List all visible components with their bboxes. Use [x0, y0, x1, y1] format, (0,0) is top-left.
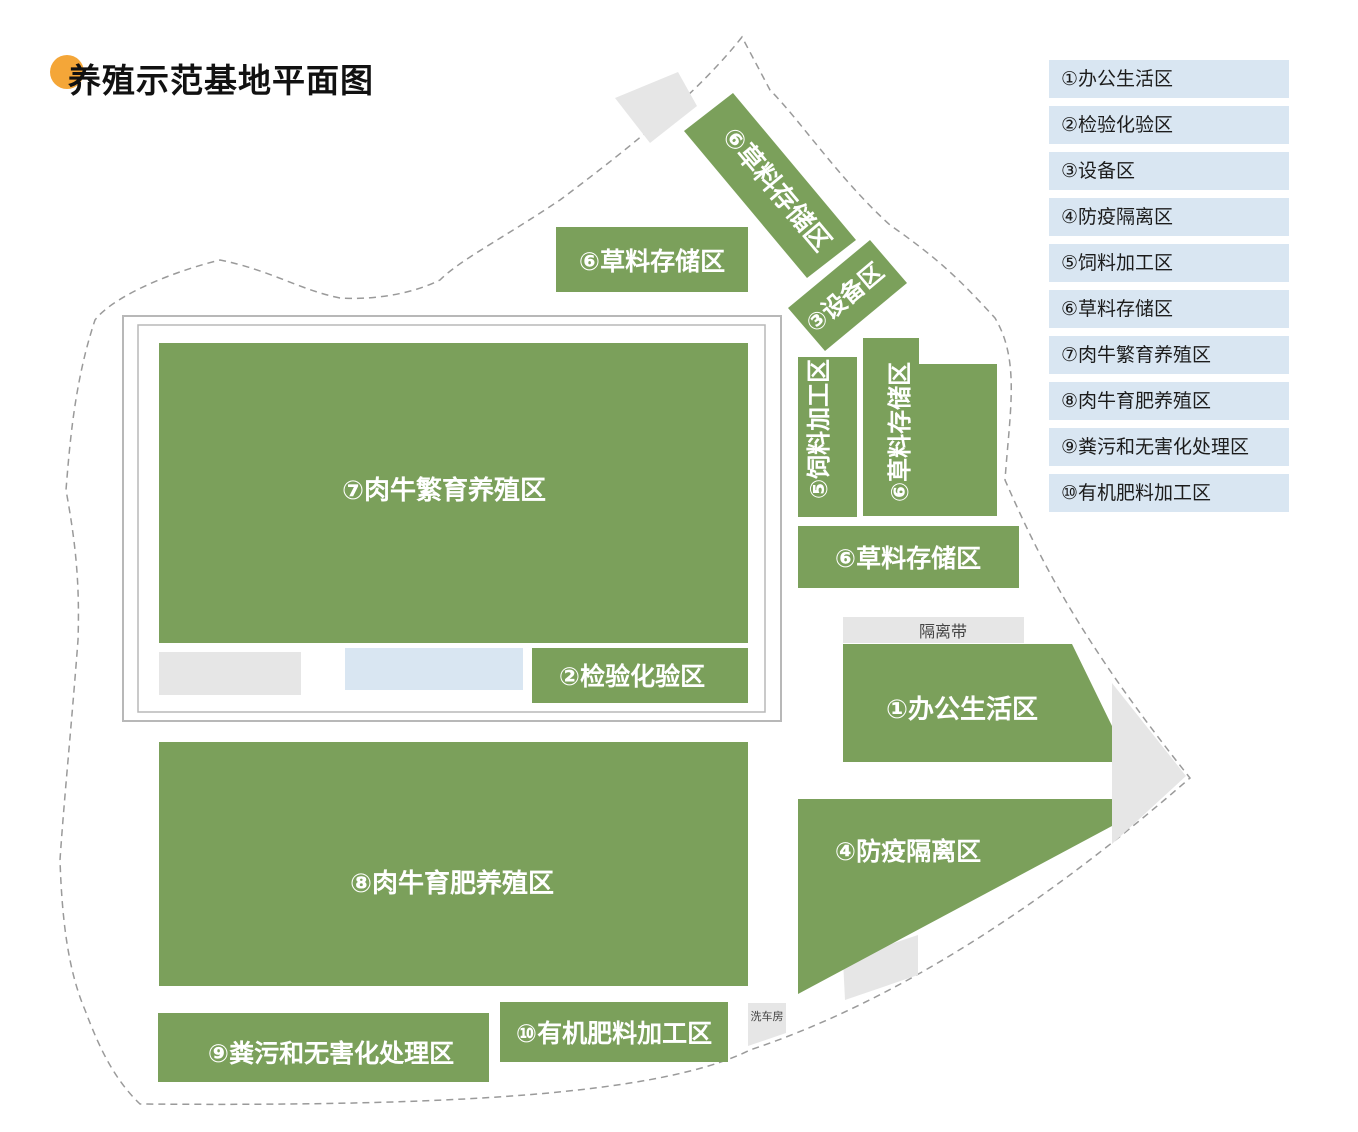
zone-feed-label: ⑤饲料加工区	[805, 359, 833, 499]
legend-item: ⑤饲料加工区	[1049, 244, 1289, 282]
compound-inner-frame	[137, 324, 766, 713]
gate-top	[615, 72, 697, 143]
page-title: 养殖示范基地平面图	[68, 61, 374, 100]
gray-building	[159, 652, 301, 695]
zone-forage-right[interactable]	[798, 526, 1019, 588]
zone-forage-top-diag[interactable]	[684, 93, 856, 278]
zone-forage-right-vert[interactable]	[863, 338, 997, 516]
road-bottom-right	[843, 935, 918, 1000]
legend-item: ③设备区	[1049, 152, 1289, 190]
site-boundary	[59, 35, 1192, 1106]
zone-equipment[interactable]	[788, 240, 907, 351]
legend-item: ①办公生活区	[1049, 60, 1289, 98]
car-wash-building	[748, 1003, 786, 1046]
zone-office-label: ①办公生活区	[886, 695, 1038, 725]
zone-breeding-label: ⑦肉牛繁育养殖区	[342, 475, 546, 506]
legend-item: ②检验化验区	[1049, 106, 1289, 144]
zone-quarantine[interactable]	[798, 799, 1112, 994]
gate-right	[1112, 683, 1186, 844]
zone-lab-label: ②检验化验区	[559, 662, 705, 691]
zone-fertilizer-label: ⑩有机肥料加工区	[516, 1019, 712, 1048]
car-wash-label: 洗车房	[751, 1009, 784, 1023]
title-accent-dot	[50, 55, 84, 89]
legend-item: ⑧肉牛育肥养殖区	[1049, 382, 1289, 420]
zone-breeding[interactable]	[159, 343, 748, 643]
legend-item: ⑦肉牛繁育养殖区	[1049, 336, 1289, 374]
legend-item: ④防疫隔离区	[1049, 198, 1289, 236]
zone-forage-right-vert-label: ⑥草料存储区	[886, 362, 914, 502]
zone-forage-right-label: ⑥草料存储区	[835, 544, 981, 573]
legend-item: ⑨粪污和无害化处理区	[1049, 428, 1289, 466]
legend: ①办公生活区 ②检验化验区 ③设备区 ④防疫隔离区 ⑤饲料加工区 ⑥草料存储区 …	[1049, 60, 1289, 520]
zone-manure[interactable]	[158, 1013, 489, 1082]
isolation-belt	[843, 617, 1024, 643]
zone-office[interactable]	[843, 644, 1112, 762]
zone-forage-top-left[interactable]	[556, 227, 748, 292]
zone-fertilizer[interactable]	[500, 1002, 728, 1062]
zone-quarantine-label: ④防疫隔离区	[835, 837, 981, 866]
isolation-belt-label: 隔离带	[919, 622, 967, 641]
zone-fattening[interactable]	[159, 742, 748, 986]
zone-manure-label: ⑨粪污和无害化处理区	[208, 1039, 454, 1068]
zone-lab[interactable]	[532, 648, 748, 703]
zone-feed[interactable]	[798, 357, 857, 517]
zone-fattening-label: ⑧肉牛育肥养殖区	[350, 868, 554, 899]
compound-outer-frame	[122, 315, 782, 722]
blue-pond	[345, 648, 523, 690]
legend-item: ⑥草料存储区	[1049, 290, 1289, 328]
legend-item: ⑩有机肥料加工区	[1049, 474, 1289, 512]
zone-forage-top-left-label: ⑥草料存储区	[579, 247, 725, 276]
